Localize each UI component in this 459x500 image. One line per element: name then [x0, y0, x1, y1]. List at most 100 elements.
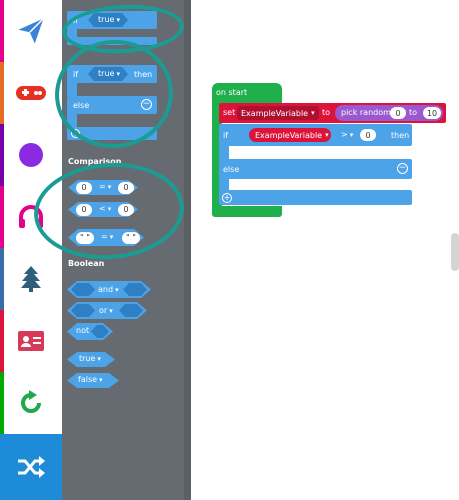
else-row: else − — [67, 96, 157, 114]
gamepad-icon — [16, 86, 46, 100]
compare-less-block[interactable]: 0 < 0 — [68, 202, 138, 217]
compare-value-input[interactable]: 0 — [360, 129, 376, 141]
remove-else-icon[interactable]: − — [397, 163, 408, 174]
false-block[interactable]: false — [67, 373, 119, 388]
not-label: not — [76, 326, 90, 335]
category-stripe — [0, 372, 4, 434]
pick-random-block[interactable]: pick random 0 to 10 — [335, 105, 443, 121]
category-advanced[interactable] — [0, 248, 62, 310]
random-from-input[interactable]: 0 — [390, 107, 406, 119]
and-right-slot[interactable] — [123, 283, 147, 296]
and-block[interactable]: and — [67, 281, 151, 298]
if-block-arm — [67, 28, 77, 37]
tree-icon — [21, 266, 41, 292]
else-keyword: else — [73, 100, 90, 110]
true-dropdown[interactable]: true — [79, 354, 101, 363]
workspace-else-row: else − — [219, 159, 412, 179]
if-block-foot — [67, 37, 157, 45]
or-right-slot[interactable] — [119, 304, 143, 317]
compare-operator[interactable]: = — [101, 232, 113, 241]
boolean-heading: Boolean — [68, 259, 105, 268]
or-operator[interactable]: or — [99, 306, 113, 315]
compare-left-value[interactable]: 0 — [76, 204, 92, 216]
else-arm — [219, 178, 229, 191]
on-start-arm — [212, 102, 222, 210]
on-start-label: on start — [216, 88, 248, 97]
compare-right-string[interactable]: " " — [122, 232, 140, 244]
category-variables[interactable] — [0, 310, 62, 372]
compare-block[interactable]: ExampleVariable ▾ > 0 — [237, 126, 387, 144]
variable-dropdown[interactable]: ExampleVariable ▾ — [237, 106, 319, 120]
workspace-scrollbar[interactable] — [451, 233, 459, 271]
true-dropdown: true — [98, 15, 120, 24]
on-start-block[interactable]: on start — [212, 83, 282, 103]
then-keyword: then — [391, 131, 410, 140]
chevron-down-icon: ▾ — [325, 131, 329, 139]
toolbox-categories — [0, 0, 62, 500]
category-game[interactable] — [0, 62, 62, 124]
toolbox-flyout: if true if true then else − + Compari — [62, 0, 191, 500]
comparison-heading: Comparison — [68, 157, 122, 166]
compare-left-string[interactable]: " " — [76, 232, 94, 244]
random-to-input[interactable]: 10 — [423, 107, 441, 119]
if-arm — [219, 145, 229, 160]
shuffle-icon — [18, 456, 45, 478]
flyout-scrollbar[interactable] — [184, 0, 191, 500]
set-keyword: set — [223, 108, 236, 117]
if-else-block[interactable]: if true then — [67, 65, 157, 83]
compare-right-value[interactable]: 0 — [118, 182, 134, 194]
pick-random-label: pick random — [341, 108, 391, 117]
then-keyword: then — [134, 69, 153, 79]
false-dropdown[interactable]: false — [78, 375, 103, 384]
empty-statement-notch — [229, 181, 243, 187]
true-slot[interactable]: true — [88, 13, 128, 27]
not-slot[interactable] — [91, 325, 109, 338]
compare-variable-name: ExampleVariable — [255, 130, 323, 140]
workspace — [191, 0, 459, 500]
compare-operator[interactable]: < — [99, 204, 111, 213]
true-dropdown: true — [98, 69, 120, 78]
category-logic[interactable] — [0, 434, 62, 500]
contact-card-icon — [18, 331, 44, 351]
compare-operator[interactable]: > — [341, 130, 353, 139]
category-stripe — [0, 186, 4, 248]
chevron-down-icon: ▾ — [311, 109, 315, 117]
true-slot[interactable]: true — [88, 67, 128, 81]
remove-else-icon[interactable]: − — [141, 99, 152, 110]
if-else-foot: + — [67, 127, 157, 140]
compare-equal-block[interactable]: 0 = 0 — [68, 180, 138, 195]
variable-reporter[interactable]: ExampleVariable ▾ — [249, 128, 331, 142]
and-left-slot[interactable] — [71, 283, 95, 296]
category-stripe — [0, 310, 4, 372]
random-to-keyword: to — [409, 108, 418, 117]
compare-string-block[interactable]: " " = " " — [68, 229, 144, 246]
category-radio[interactable] — [0, 0, 62, 62]
true-block[interactable]: true — [67, 352, 115, 367]
add-else-icon[interactable]: + — [222, 192, 232, 203]
to-keyword: to — [322, 108, 331, 117]
else-arm — [67, 113, 77, 127]
category-music[interactable] — [0, 186, 62, 248]
not-block[interactable]: not — [67, 323, 113, 340]
and-operator[interactable]: and — [98, 285, 119, 294]
category-stripe — [0, 248, 4, 310]
category-stripe — [0, 124, 4, 186]
category-loops[interactable] — [0, 372, 62, 434]
variable-name: ExampleVariable — [241, 108, 309, 118]
compare-operator[interactable]: = — [99, 182, 111, 191]
empty-statement-notch — [229, 148, 243, 154]
if-keyword: if — [73, 69, 79, 79]
compare-left-value[interactable]: 0 — [76, 182, 92, 194]
or-left-slot[interactable] — [71, 304, 95, 317]
category-stripe — [0, 62, 4, 124]
category-images[interactable] — [0, 124, 62, 186]
if-else-arm — [67, 82, 77, 96]
workspace-if-block[interactable]: if ExampleVariable ▾ > 0 then — [219, 124, 412, 146]
if-block[interactable]: if true — [67, 11, 157, 29]
paper-plane-icon — [18, 17, 45, 44]
or-block[interactable]: or — [67, 302, 147, 319]
compare-right-value[interactable]: 0 — [118, 204, 134, 216]
loop-arrow-icon — [21, 390, 41, 413]
set-variable-block[interactable]: set ExampleVariable ▾ to pick random 0 t… — [219, 103, 446, 123]
add-else-icon[interactable]: + — [71, 128, 80, 138]
